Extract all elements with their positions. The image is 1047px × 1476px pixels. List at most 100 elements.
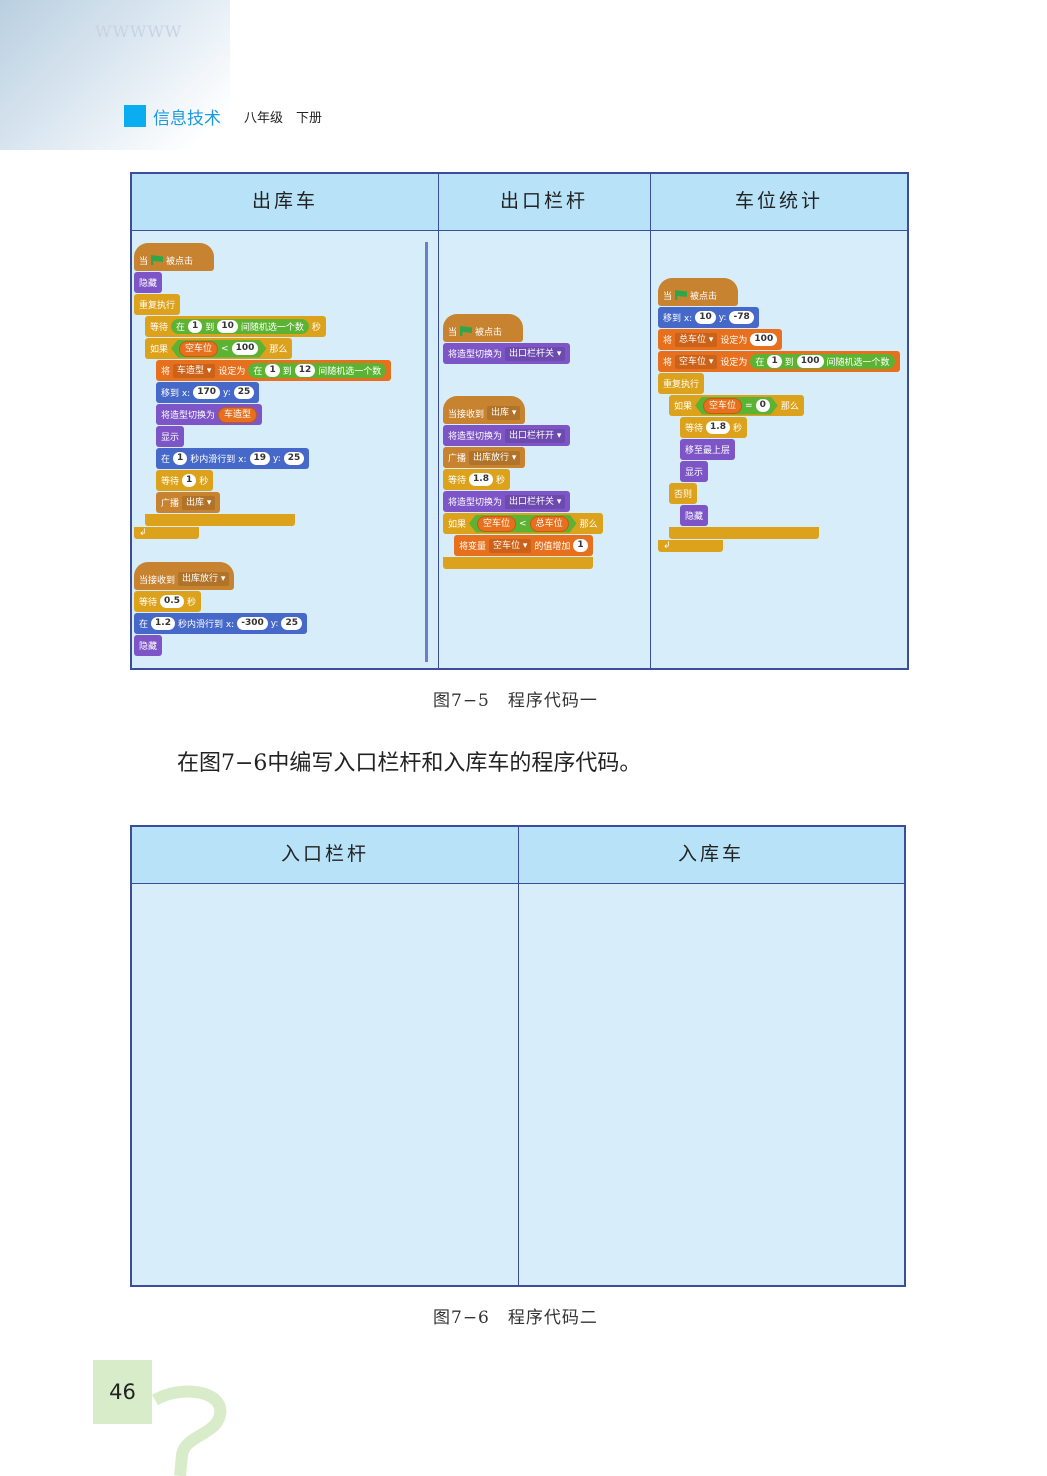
scratch-block-looks[interactable]: 显示 xyxy=(156,426,185,447)
block-label: 隐藏 xyxy=(139,279,158,289)
number-input[interactable]: 12 xyxy=(294,364,316,377)
scratch-block-control[interactable]: 否则 xyxy=(669,483,698,504)
c-block-end[interactable] xyxy=(443,557,593,569)
boolean-operator[interactable]: 空车位=0 xyxy=(695,397,778,415)
c-block-end[interactable] xyxy=(145,514,295,526)
number-input[interactable]: 0.5 xyxy=(160,595,184,608)
number-input[interactable]: 100 xyxy=(232,342,259,355)
number-input[interactable]: 100 xyxy=(796,355,824,368)
number-input[interactable]: -78 xyxy=(729,311,754,324)
dropdown-input[interactable]: 空车位 ▾ xyxy=(489,538,532,553)
block-label: 将 xyxy=(161,367,171,377)
number-input[interactable]: 25 xyxy=(281,617,302,630)
number-input[interactable]: 1.8 xyxy=(706,421,730,434)
scratch-block-events[interactable]: 广播出库 ▾ xyxy=(156,492,221,513)
scrollbar[interactable] xyxy=(425,242,428,662)
scratch-block-looks[interactable]: 隐藏 xyxy=(680,505,709,526)
number-input[interactable]: 1 xyxy=(173,452,188,465)
block-label: 当接收到 xyxy=(448,409,485,420)
block-label: 将造型切换为 xyxy=(448,432,503,442)
number-input[interactable]: 1.8 xyxy=(469,473,493,486)
dropdown-input[interactable]: 出库 ▾ xyxy=(182,495,216,510)
dropdown-input[interactable]: 车造型 ▾ xyxy=(173,363,216,378)
header-square-icon xyxy=(124,105,146,127)
number-input[interactable]: 100 xyxy=(750,333,778,346)
number-input[interactable]: 1 xyxy=(265,364,280,377)
number-input[interactable]: 0 xyxy=(756,399,770,412)
block-label: = xyxy=(745,400,753,411)
dropdown-input[interactable]: 出口栏杆关 ▾ xyxy=(505,494,566,509)
block-label: ↲ xyxy=(663,541,671,551)
number-input[interactable]: 1 xyxy=(182,474,197,487)
number-input[interactable]: 1 xyxy=(573,539,588,552)
number-input[interactable]: 1 xyxy=(188,320,203,333)
number-input[interactable]: 1.2 xyxy=(151,617,175,630)
variable-reporter[interactable]: 空车位 xyxy=(477,516,516,532)
scratch-block-events[interactable]: 当接收到出库 ▾ xyxy=(443,396,526,424)
variable-reporter[interactable]: 车造型 xyxy=(218,406,258,423)
boolean-operator[interactable]: 空车位<总车位 xyxy=(469,515,577,533)
dropdown-input[interactable]: 出库放行 ▾ xyxy=(469,450,521,465)
number-input[interactable]: 25 xyxy=(233,386,255,399)
variable-reporter[interactable]: 空车位 xyxy=(703,398,742,414)
dropdown-input[interactable]: 出库放行 ▾ xyxy=(178,572,230,586)
block-label: 的值增加 xyxy=(534,542,571,552)
dropdown-input[interactable]: 空车位 ▾ xyxy=(675,354,718,369)
scratch-block-looks[interactable]: 隐藏 xyxy=(134,272,163,293)
scratch-block-looks[interactable]: 将造型切换为出口栏杆关 ▾ xyxy=(443,491,571,512)
dropdown-input[interactable]: 出库 ▾ xyxy=(487,406,521,420)
scratch-block-events[interactable]: 当被点击 xyxy=(134,243,214,271)
scratch-block-control[interactable]: 重复执行 xyxy=(134,294,181,315)
scratch-block-looks[interactable]: 将造型切换为车造型 xyxy=(156,404,263,425)
variable-reporter[interactable]: 空车位 xyxy=(179,341,218,357)
boolean-operator[interactable]: 空车位<100 xyxy=(171,340,266,358)
c-block-end[interactable]: ↲ xyxy=(658,540,723,552)
scratch-block-events[interactable]: 当被点击 xyxy=(658,278,738,306)
number-input[interactable]: 10 xyxy=(217,320,238,333)
scratch-block-looks[interactable]: 移至最上层 xyxy=(680,439,736,460)
block-label: 将 xyxy=(663,358,673,368)
scratch-block-looks[interactable]: 将造型切换为出口栏杆开 ▾ xyxy=(443,425,571,446)
dropdown-input[interactable]: 出口栏杆开 ▾ xyxy=(505,428,566,443)
number-input[interactable]: 1 xyxy=(767,355,782,368)
scratch-block-looks[interactable]: 将造型切换为出口栏杆关 ▾ xyxy=(443,343,571,364)
variable-reporter[interactable]: 总车位 xyxy=(530,516,569,532)
number-input[interactable]: 10 xyxy=(695,311,716,324)
scratch-block-events[interactable]: 当接收到出库放行 ▾ xyxy=(134,562,235,590)
scratch-block-control[interactable]: 重复执行 xyxy=(658,373,705,394)
dropdown-input[interactable]: 总车位 ▾ xyxy=(675,332,718,347)
c-block-end[interactable] xyxy=(669,527,819,539)
number-input[interactable]: 170 xyxy=(193,386,221,399)
scratch-block-looks[interactable]: 隐藏 xyxy=(134,635,163,656)
scratch-block-control[interactable]: 如果空车位<总车位那么 xyxy=(443,513,603,534)
scratch-block-looks[interactable]: 显示 xyxy=(680,461,709,482)
scratch-block-events[interactable]: 当被点击 xyxy=(443,314,523,342)
number-input[interactable]: 19 xyxy=(249,452,271,465)
number-input[interactable]: -300 xyxy=(237,617,268,630)
dropdown-input[interactable]: 出口栏杆关 ▾ xyxy=(505,346,566,361)
c-block-end[interactable]: ↲ xyxy=(134,527,199,539)
banner-text: WWWWW xyxy=(95,22,183,41)
number-input[interactable]: 25 xyxy=(283,452,305,465)
scratch-block-events[interactable]: 广播出库放行 ▾ xyxy=(443,447,526,468)
